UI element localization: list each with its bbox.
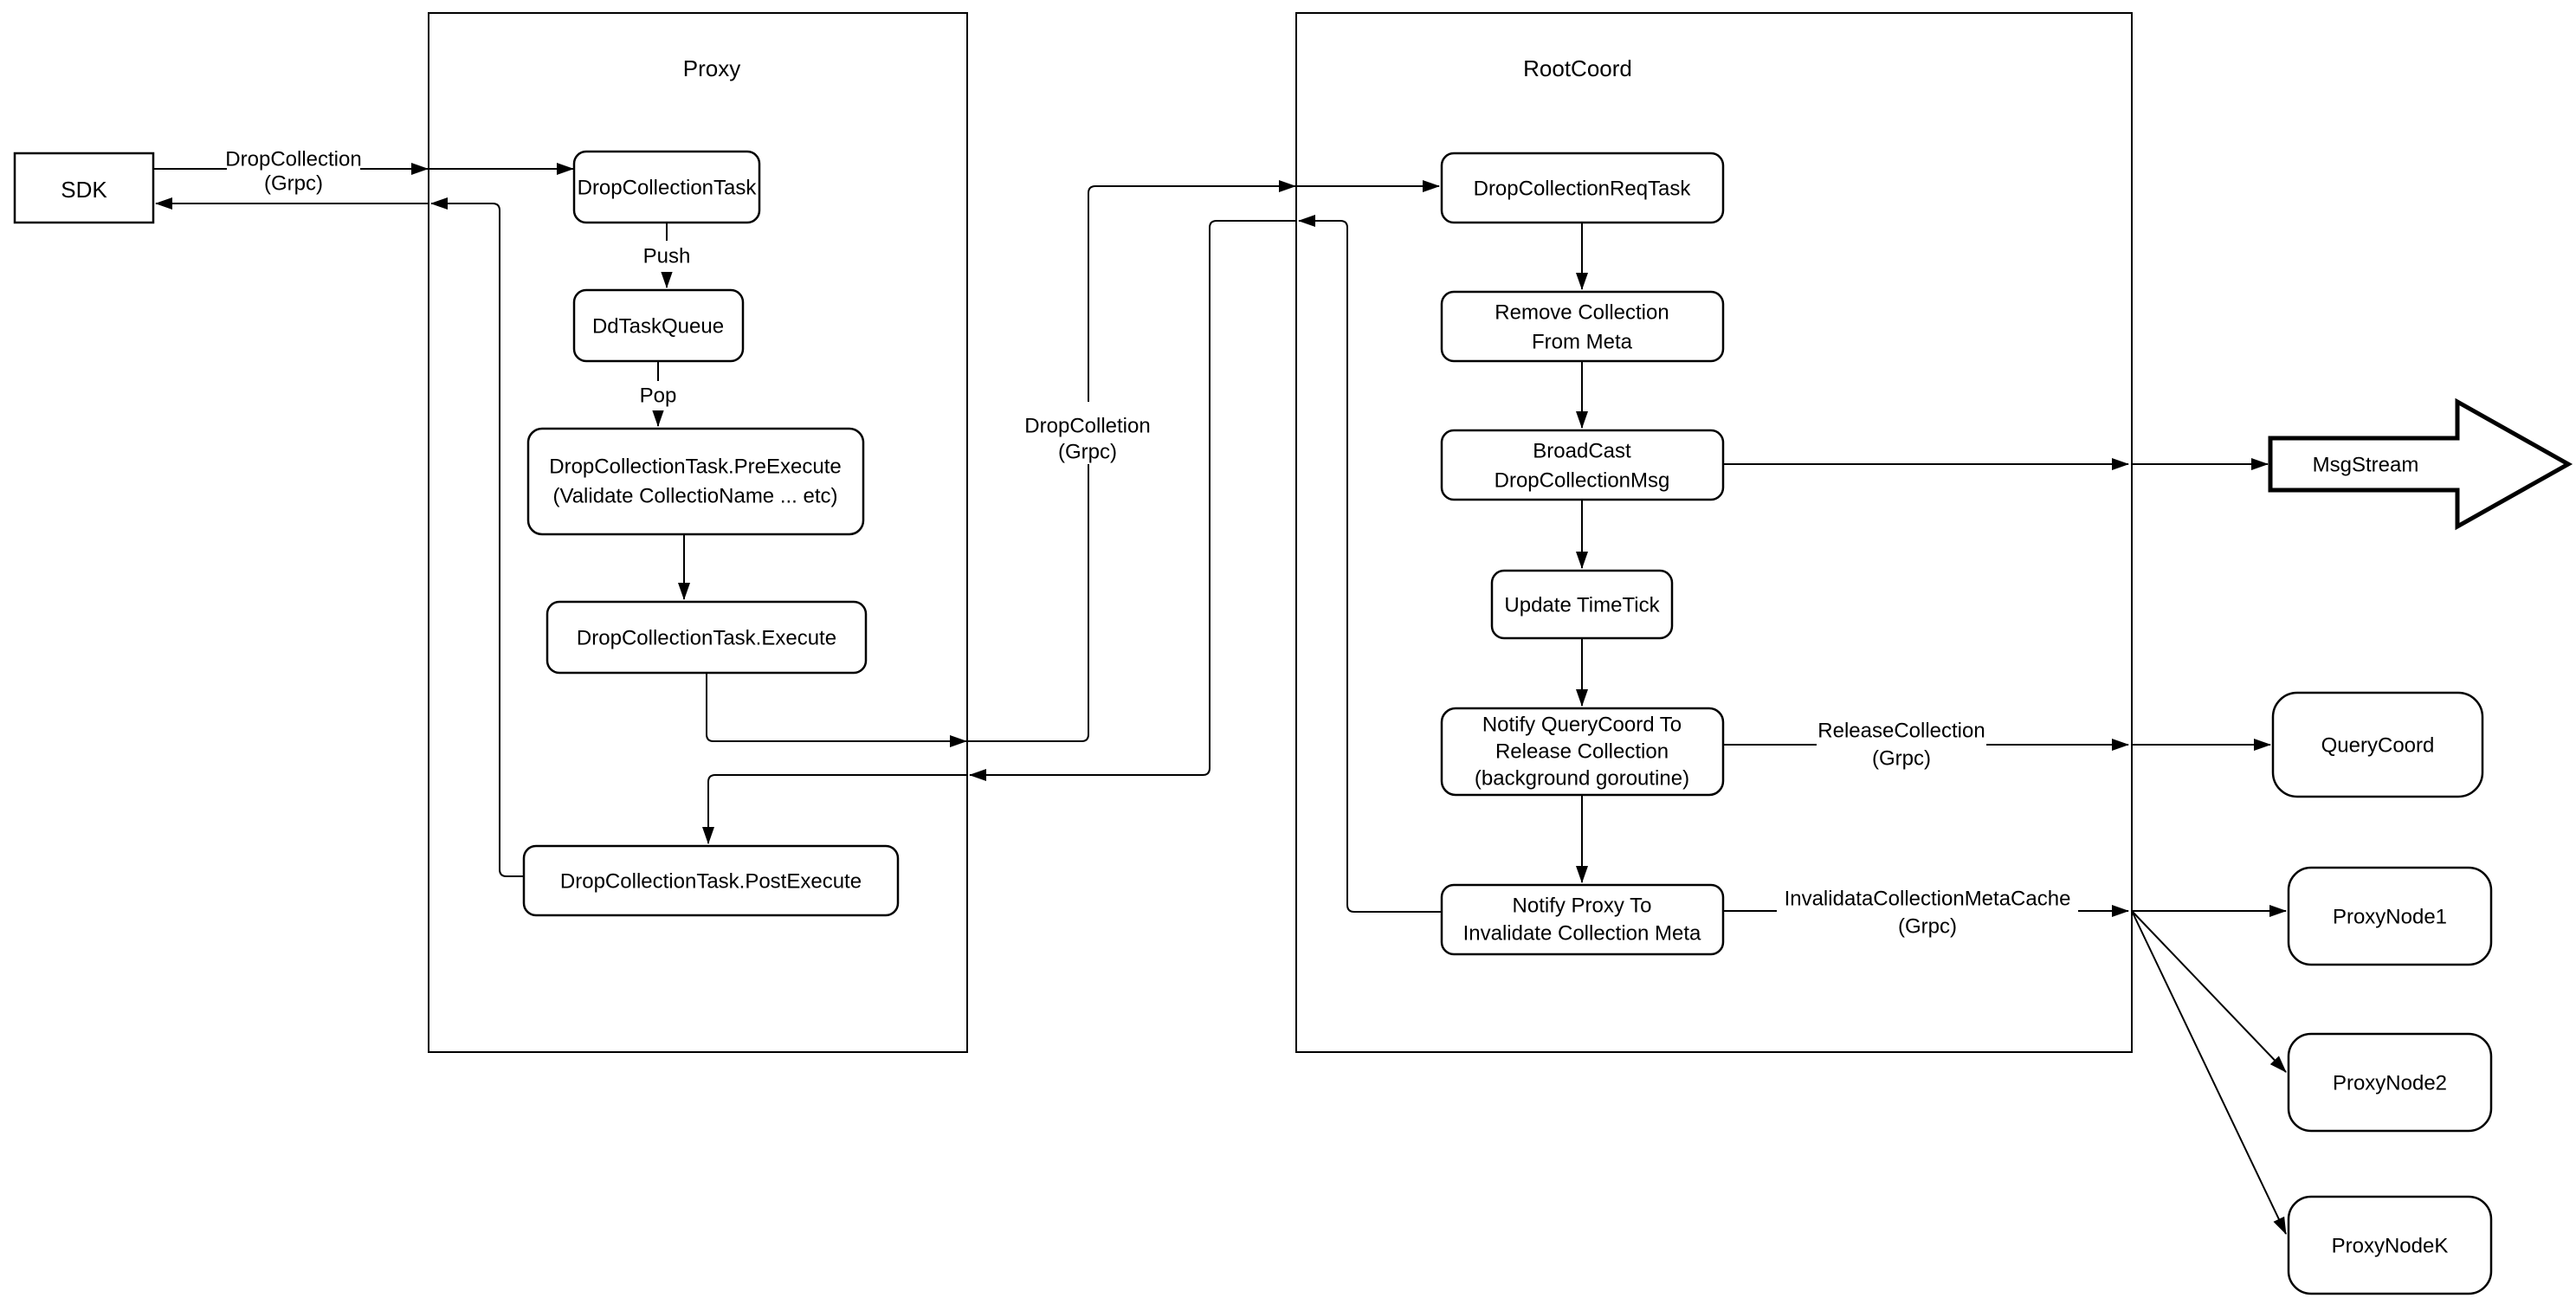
node-execute bbox=[546, 600, 868, 675]
node-postexecute-label: DropCollectionTask.PostExecute bbox=[560, 870, 862, 894]
node-removemeta-line1: Remove Collection bbox=[1495, 301, 1669, 325]
node-msgstream-label: MsgStream bbox=[2313, 454, 2419, 477]
edge-postexecute-to-proxy-border bbox=[430, 197, 524, 877]
node-proxynode2 bbox=[2287, 1032, 2493, 1133]
node-proxynode2-label: ProxyNode2 bbox=[2333, 1072, 2447, 1095]
rootcoord-container-title: RootCoord bbox=[1523, 55, 1632, 81]
node-updatetimetick bbox=[1490, 569, 1674, 640]
node-msgstream-arrow-shape bbox=[2268, 397, 2573, 531]
label-dropcolletion-grpc: DropColletion (Grpc) bbox=[1003, 402, 1172, 464]
node-notifyquerycoord-line1: Notify QueryCoord To bbox=[1482, 714, 1682, 737]
edge-execute-to-proxy-border bbox=[706, 673, 967, 747]
node-notifyquerycoord-line2: Release Collection bbox=[1495, 740, 1669, 764]
node-broadcast-line2: DropCollectionMsg bbox=[1495, 469, 1670, 493]
node-notifyproxy bbox=[1440, 883, 1725, 956]
node-sdk-label: SDK bbox=[61, 177, 107, 203]
node-preexecute-line1: DropCollectionTask.PreExecute bbox=[549, 455, 842, 479]
label-releasecollection-grpc-line2: (Grpc) bbox=[1872, 747, 1931, 771]
node-broadcast-line1: BroadCast bbox=[1533, 440, 1631, 463]
node-querycoord-label: QueryCoord bbox=[2321, 734, 2435, 758]
label-invalidatacollectionmetacache-grpc: InvalidataCollectionMetaCache (Grpc) bbox=[1777, 887, 2078, 939]
label-push-bg bbox=[636, 241, 698, 272]
node-preexecute-line2: (Validate CollectioName ... etc) bbox=[552, 485, 837, 508]
label-dropcolletion-grpc-line2: (Grpc) bbox=[1058, 441, 1117, 464]
label-dropcolletion-grpc-bg bbox=[1003, 402, 1172, 464]
label-pop: Pop bbox=[629, 381, 687, 410]
node-sdk bbox=[13, 152, 155, 224]
label-invalidatacollectionmetacache-grpc-bg bbox=[1777, 887, 2078, 937]
label-releasecollection-grpc-bg bbox=[1817, 717, 1986, 772]
node-removemeta-line2: From Meta bbox=[1532, 331, 1633, 354]
label-invalidatacollectionmetacache-grpc-line2: (Grpc) bbox=[1898, 915, 1957, 939]
node-proxynodek-label: ProxyNodeK bbox=[2332, 1235, 2449, 1258]
node-execute-label: DropCollectionTask.Execute bbox=[577, 627, 836, 650]
node-querycoord bbox=[2271, 691, 2484, 798]
label-invalidatacollectionmetacache-grpc-line1: InvalidataCollectionMetaCache bbox=[1785, 888, 2071, 911]
label-pop-text: Pop bbox=[640, 384, 677, 408]
node-notifyquerycoord bbox=[1440, 707, 1725, 797]
node-ddtaskqueue bbox=[572, 288, 745, 363]
label-dropcollection-grpc-line1: DropCollection bbox=[225, 148, 361, 171]
node-postexecute bbox=[522, 844, 900, 917]
node-dropcollectiontask-label: DropCollectionTask bbox=[578, 177, 758, 200]
edge-proxy-border-to-postexecute bbox=[702, 774, 966, 844]
label-releasecollection-grpc: ReleaseCollection (Grpc) bbox=[1817, 717, 1986, 772]
node-proxynode1 bbox=[2287, 866, 2493, 966]
node-dropcollectiontask bbox=[572, 150, 761, 224]
edge-return-to-proxy-border bbox=[969, 220, 1295, 781]
label-pop-bg bbox=[629, 381, 687, 410]
proxy-container-title: Proxy bbox=[683, 55, 740, 81]
edge-fanout-proxynodek bbox=[2131, 910, 2287, 1235]
node-ddtaskqueue-label: DdTaskQueue bbox=[592, 315, 724, 339]
node-updatetimetick-label: Update TimeTick bbox=[1504, 594, 1660, 617]
edge-notifyproxy-to-rootcoord-border-left bbox=[1298, 215, 1442, 913]
node-notifyquerycoord-line3: (background goroutine) bbox=[1475, 767, 1689, 791]
label-dropcollection-grpc-line2: (Grpc) bbox=[264, 172, 323, 196]
node-proxynodek bbox=[2287, 1195, 2493, 1295]
edge-fanout-proxynode2 bbox=[2131, 910, 2287, 1073]
label-push: Push bbox=[636, 241, 698, 272]
node-broadcast bbox=[1440, 429, 1725, 501]
label-dropcolletion-grpc-line1: DropColletion bbox=[1024, 415, 1150, 438]
rootcoord-container bbox=[1295, 12, 2133, 1053]
node-notifyproxy-line1: Notify Proxy To bbox=[1513, 894, 1652, 918]
proxy-container bbox=[428, 12, 968, 1053]
node-preexecute bbox=[526, 427, 865, 536]
label-releasecollection-grpc-line1: ReleaseCollection bbox=[1817, 720, 1985, 743]
node-removemeta bbox=[1440, 290, 1725, 363]
label-dropcollection-grpc: DropCollection (Grpc) bbox=[225, 147, 362, 197]
label-dropcollection-grpc-bg bbox=[227, 147, 360, 197]
node-notifyproxy-line2: Invalidate Collection Meta bbox=[1463, 922, 1701, 946]
label-push-text: Push bbox=[643, 245, 691, 268]
node-dropcollectionreqtask bbox=[1440, 152, 1725, 224]
node-dropcollectionreqtask-label: DropCollectionReqTask bbox=[1474, 178, 1692, 201]
node-proxynode1-label: ProxyNode1 bbox=[2333, 906, 2447, 929]
